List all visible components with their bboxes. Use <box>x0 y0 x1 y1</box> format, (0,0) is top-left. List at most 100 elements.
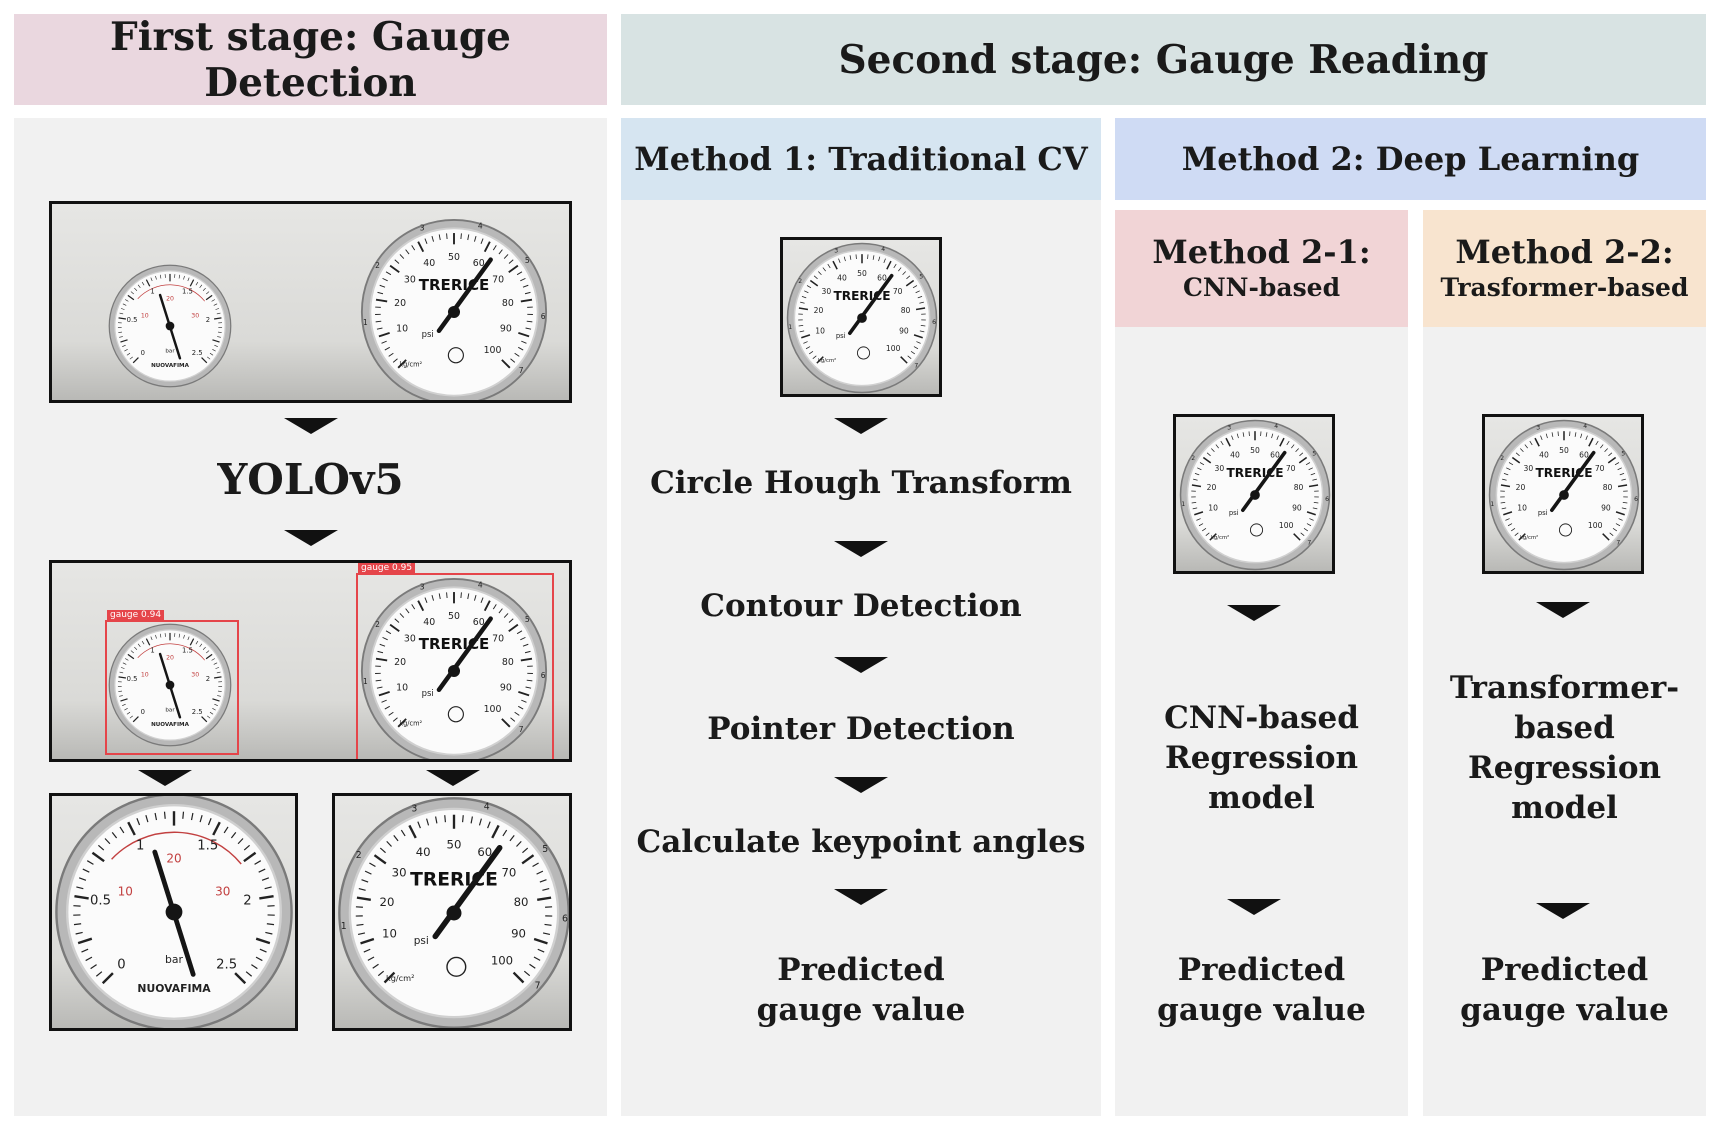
gauge-needle <box>1241 450 1287 513</box>
gauge-tick-label: 20 <box>394 298 406 309</box>
gauge-tick-label: 6 <box>1325 496 1329 503</box>
gauge-tick-label: 50 <box>448 611 460 622</box>
gauge-tick <box>537 896 552 901</box>
gauge-tick-label: 6 <box>932 319 936 326</box>
gauge-tick <box>1242 432 1245 437</box>
gauge-tick <box>1286 440 1290 446</box>
gauge-tick <box>150 277 153 282</box>
gauge-tick <box>1502 478 1507 481</box>
gauge-brand: NUOVAFIMA <box>137 982 211 995</box>
gauge-tick <box>119 695 123 697</box>
gauge-tick <box>492 604 497 610</box>
method22-output: Predicted gauge value <box>1423 950 1706 1030</box>
gauge-tick-label: 6 <box>541 671 546 680</box>
method21-subtitle: CNN-based <box>1182 272 1341 302</box>
gauge-tick <box>1300 532 1305 536</box>
gauge-tick <box>207 818 212 826</box>
gauge-tick <box>474 236 477 242</box>
gauge-tick <box>1518 533 1526 541</box>
gauge-tick <box>1588 437 1594 447</box>
gauge-tick <box>234 972 247 985</box>
gauge-tick <box>1271 433 1274 439</box>
gauge-tick <box>182 811 185 819</box>
gauge-tick <box>905 279 915 287</box>
gauge-tick <box>1312 478 1317 481</box>
gauge-tick <box>508 618 514 623</box>
gauge-tick <box>508 264 519 273</box>
gauge-tick <box>255 956 263 962</box>
gauge-tick <box>467 593 470 600</box>
gauge-tick-label: 5 <box>525 615 530 624</box>
gauge-tick <box>512 971 525 984</box>
gauge-tick <box>886 260 892 270</box>
gauge-tick <box>141 640 145 645</box>
gauge-tick-label: 5 <box>542 844 548 855</box>
gauge-tick <box>1574 432 1577 437</box>
gauge-tick <box>150 636 153 641</box>
gauge-tick <box>376 686 383 689</box>
gauge-tick <box>126 711 131 715</box>
gauge-tick <box>1305 462 1311 466</box>
gauge-tick <box>1279 437 1285 447</box>
gauge-tick-label: 80 <box>502 298 514 309</box>
gauge-tick <box>1614 462 1620 466</box>
gauge-tick <box>190 812 194 821</box>
arrow-icon <box>1227 605 1281 621</box>
gauge-tick <box>360 937 375 945</box>
gauge-tick <box>1500 484 1511 488</box>
gauge-tick-label: 60 <box>473 617 485 628</box>
gauge-tick <box>483 600 491 612</box>
gauge-tick <box>1534 437 1540 447</box>
gauge-tick <box>1299 452 1304 457</box>
gauge-tick-label: 70 <box>492 274 504 285</box>
gauge-red-arc <box>137 284 206 302</box>
arrow-icon <box>1536 903 1590 919</box>
gauge-tick <box>408 824 417 839</box>
gauge-tick <box>1615 523 1621 527</box>
gauge-tick <box>1612 528 1618 532</box>
gauge-tick-label: 1 <box>341 921 347 932</box>
gauge-tick <box>1194 473 1200 476</box>
gauge-tick <box>127 294 135 301</box>
gauge-tick-label: 70 <box>893 287 903 296</box>
gauge-logo <box>1558 523 1573 537</box>
gauge-tick <box>183 275 185 280</box>
gauge-tick <box>813 275 818 280</box>
gauge-tick <box>216 671 221 674</box>
gauge-tick <box>356 896 371 901</box>
arrow-icon <box>834 541 888 557</box>
arrow-icon <box>138 770 192 786</box>
gauge-tick-label: 2.5 <box>216 958 237 973</box>
gauge-tick <box>812 355 817 359</box>
method1-header: Method 1: Traditional CV <box>621 118 1101 200</box>
gauge-tick <box>111 831 118 839</box>
gauge-tick <box>356 923 364 926</box>
gauge-tick <box>1308 467 1313 471</box>
method21-model: CNN-based Regression model <box>1115 698 1408 818</box>
gauge-tick-label: 30 <box>392 866 407 880</box>
gauge-tick <box>1600 444 1604 449</box>
gauge-tick <box>1580 433 1583 439</box>
gauge-tick-label: 1 <box>136 839 144 854</box>
gauge-tick <box>183 634 185 639</box>
gauge-tick <box>1595 440 1599 446</box>
gauge-tick-label: 70 <box>501 866 516 880</box>
gauge-unit-label: bar <box>165 348 175 354</box>
gauge-tick-label: 3 <box>1536 425 1540 432</box>
gauge-tick <box>501 718 511 728</box>
model-line: model <box>1511 790 1618 826</box>
gauge-tick-label: 10 <box>141 313 149 320</box>
gauge-tick <box>132 716 139 723</box>
gauge-tick <box>264 886 272 890</box>
gauge-tick <box>1205 532 1210 536</box>
gauge-tick <box>136 818 141 826</box>
gauge-unit-label: kg/cm² <box>818 357 836 364</box>
gauge-tick <box>498 249 503 255</box>
gauge-tick <box>1265 432 1268 437</box>
gauge-logo <box>1249 523 1264 537</box>
gauge-tick-label: 7 <box>1616 540 1620 547</box>
gauge-tick <box>1503 511 1513 516</box>
gauge-tick-label: 1.5 <box>182 288 193 296</box>
gauge-tick-label: 1 <box>150 647 154 655</box>
